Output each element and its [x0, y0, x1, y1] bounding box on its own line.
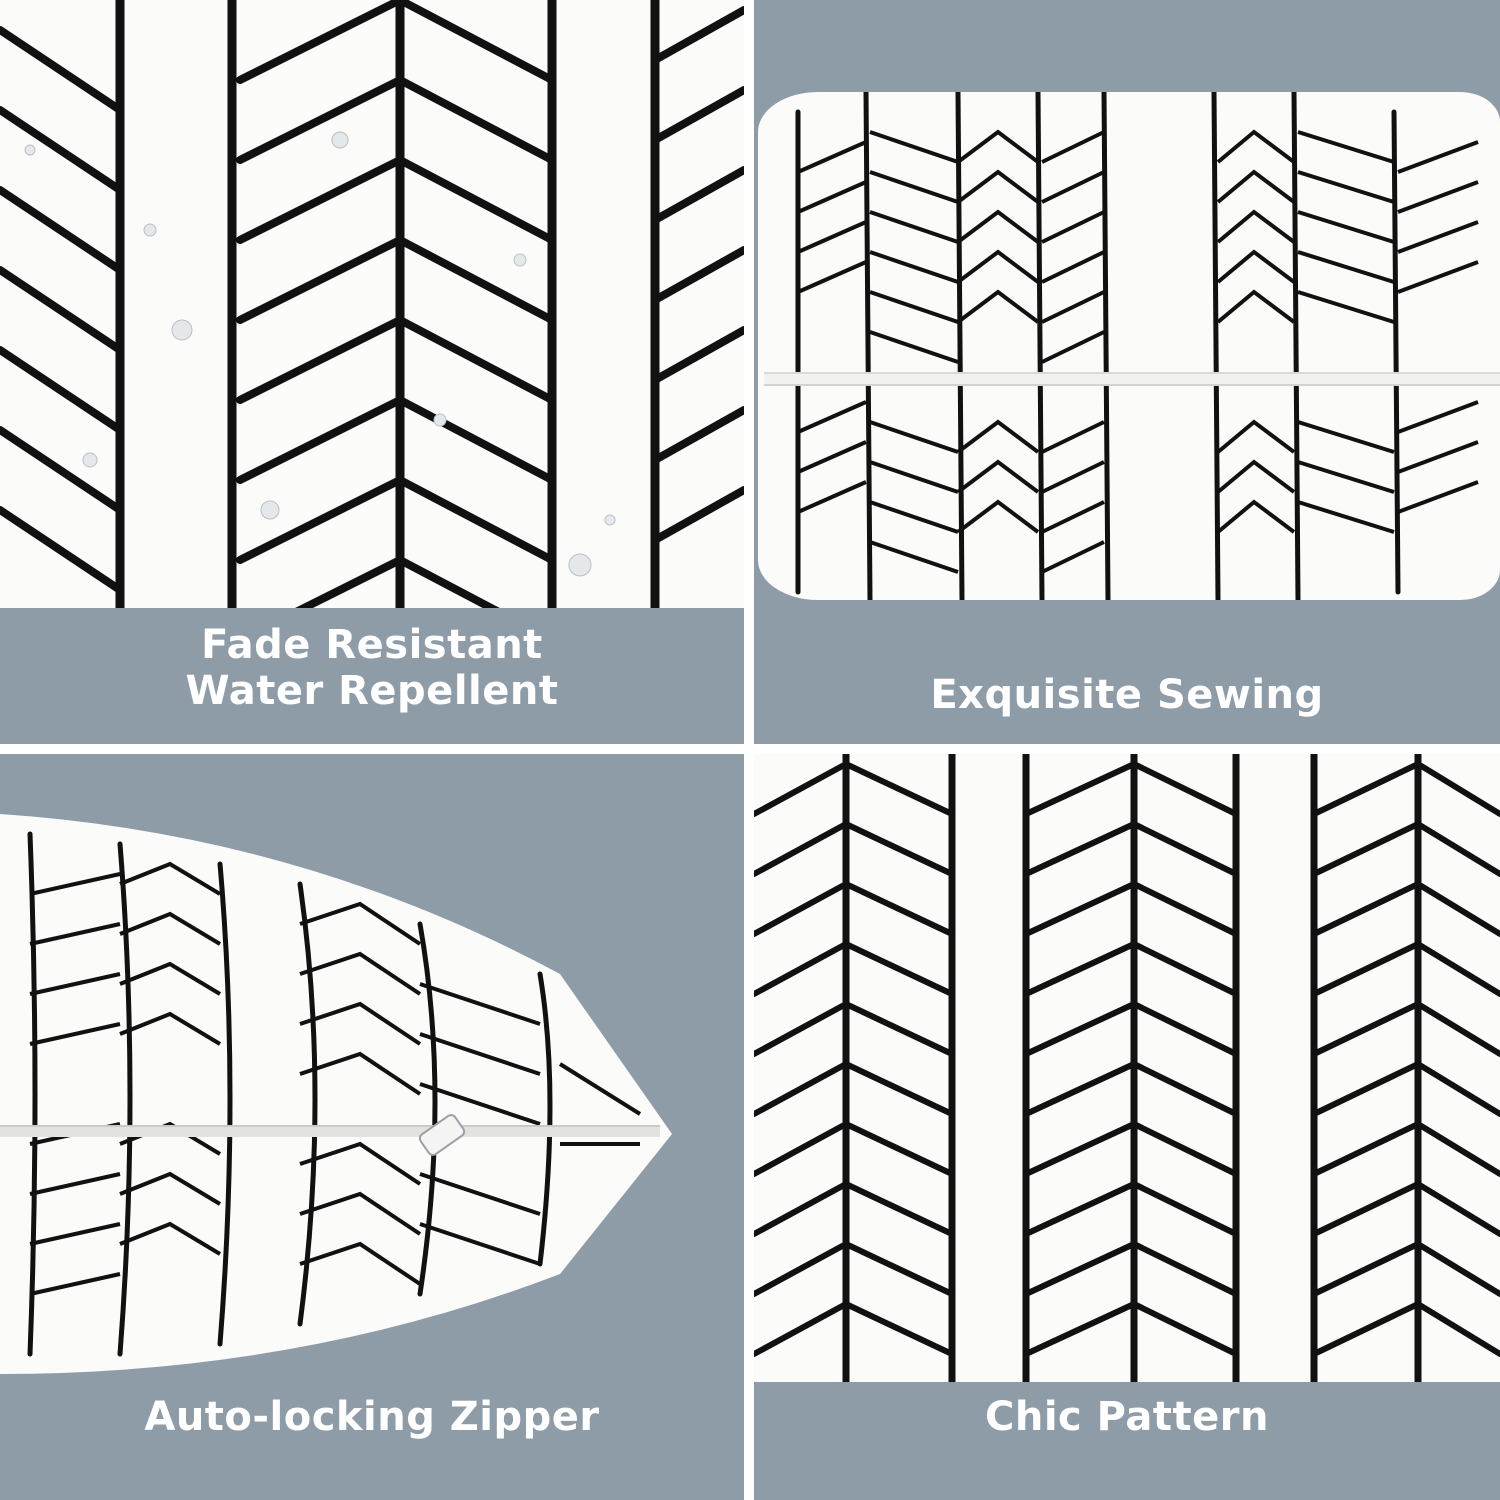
- herringbone-pattern: [0, 0, 744, 644]
- herringbone-pattern: [754, 754, 1500, 1386]
- feature-caption: Auto-locking Zipper: [144, 1394, 600, 1440]
- feature-panel-chic-pattern: Chic Pattern: [754, 754, 1500, 1500]
- pillow-image: [0, 814, 672, 1374]
- herringbone-pattern: [795, 89, 1479, 603]
- feature-panel-exquisite-sewing: Exquisite Sewing: [754, 0, 1500, 744]
- fabric-closeup-image: [0, 0, 744, 644]
- caption-line-2: Water Repellent: [185, 668, 559, 714]
- feature-panel-fade-resistant: Fade Resistant Water Repellent: [0, 0, 744, 744]
- feature-panel-auto-locking-zipper: Auto-locking Zipper: [0, 754, 744, 1500]
- seam-line: [764, 372, 1500, 386]
- feature-caption: Fade Resistant Water Repellent: [0, 622, 744, 714]
- pillow-seam-image: [758, 89, 1500, 603]
- feature-caption: Chic Pattern: [985, 1394, 1269, 1440]
- flat-pattern-image: [754, 754, 1500, 1386]
- caption-line-1: Fade Resistant: [201, 622, 543, 668]
- feature-caption: Exquisite Sewing: [930, 672, 1324, 718]
